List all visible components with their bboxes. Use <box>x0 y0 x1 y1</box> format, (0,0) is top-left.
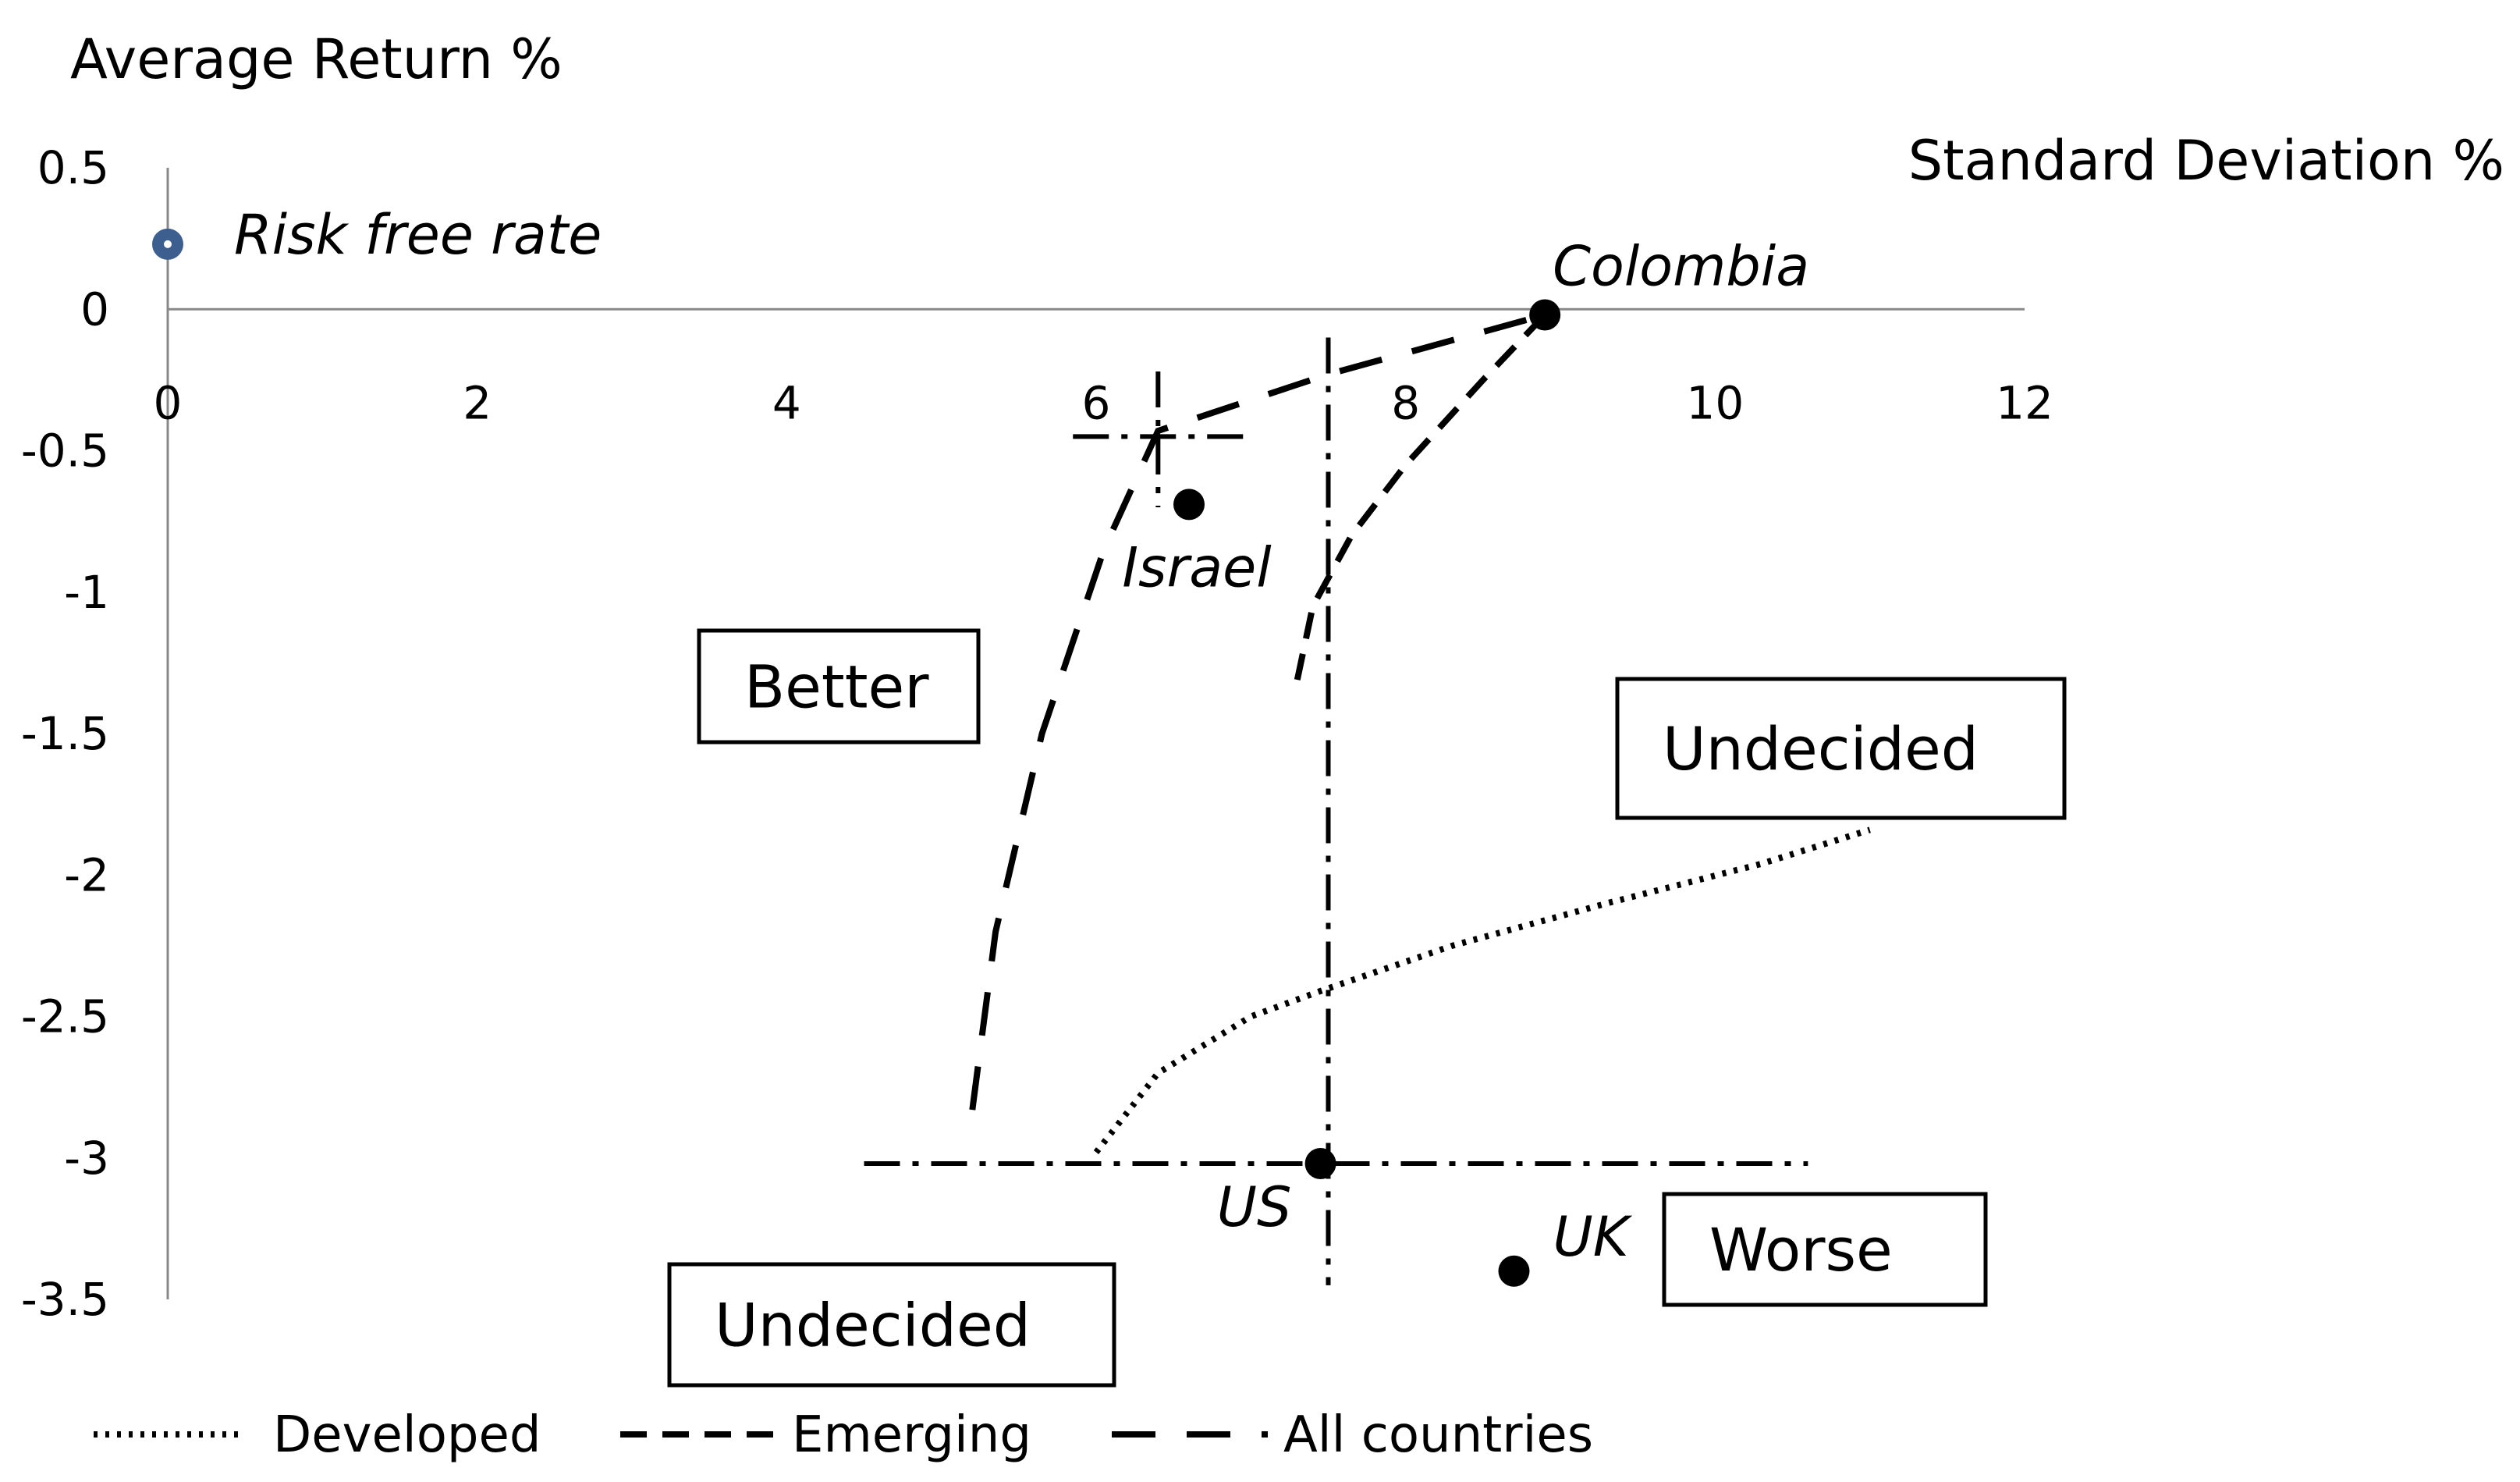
region-box <box>667 1262 1116 1388</box>
legend: Developed Emerging All countries <box>94 1406 1593 1464</box>
y-tick-label: -3.5 <box>21 1273 109 1326</box>
y-tick-label: -1.5 <box>21 707 109 760</box>
series-line-developed <box>1093 826 1871 1154</box>
data-point <box>1304 1148 1336 1179</box>
legend-label: All countries <box>1283 1406 1593 1464</box>
legend-label: Developed <box>273 1406 541 1464</box>
legend-label: Emerging <box>792 1406 1031 1464</box>
data-point-label: US <box>1217 1175 1292 1239</box>
x-tick-label: 6 <box>1082 376 1111 429</box>
data-point-label: UK <box>1553 1205 1633 1269</box>
region-label: Undecided <box>715 1291 1031 1360</box>
series-line-emerging <box>1294 312 1548 681</box>
data-point-label: Colombia <box>1553 235 1809 299</box>
y-axis-title: Average Return % <box>70 27 563 91</box>
y-tick-label: 0.5 <box>37 141 109 194</box>
axes <box>166 168 2025 1299</box>
y-tick-label: -2 <box>64 848 109 901</box>
y-tick-labels: 0.5 0 -0.5 -1 -1.5 -2 -2.5 -3 -3.5 <box>21 141 109 1326</box>
x-tick-label: 12 <box>1996 376 2053 429</box>
series-lines <box>969 311 1871 1154</box>
data-point <box>1529 299 1561 331</box>
region-label: Worse <box>1709 1215 1893 1285</box>
data-point <box>1173 489 1205 521</box>
y-tick-label: 0 <box>80 283 109 336</box>
x-tick-label: 4 <box>772 376 801 429</box>
region-label: Undecided <box>1663 714 1979 784</box>
x-axis-title: Standard Deviation % <box>1908 129 2504 193</box>
y-tick-label: -0.5 <box>21 425 109 478</box>
region-box <box>1615 677 2067 820</box>
y-tick-label: -2.5 <box>21 990 109 1043</box>
region-box <box>1662 1192 1988 1307</box>
series-line-all-countries <box>969 311 1546 1111</box>
y-tick-label: -3 <box>64 1132 109 1185</box>
x-tick-label: 8 <box>1391 376 1420 429</box>
region-label: Better <box>744 652 929 722</box>
y-tick-label: -1 <box>64 566 109 619</box>
x-tick-label: 2 <box>463 376 492 429</box>
data-point-label: Israel <box>1122 535 1272 599</box>
data-point <box>1498 1255 1530 1287</box>
data-point-center <box>164 240 172 248</box>
data-point-label: Risk free rate <box>234 203 602 267</box>
x-tick-label: 0 <box>154 376 183 429</box>
x-tick-label: 10 <box>1686 376 1744 429</box>
region-box <box>697 628 981 745</box>
x-tick-labels: 0 2 4 6 8 10 12 <box>154 376 2053 429</box>
